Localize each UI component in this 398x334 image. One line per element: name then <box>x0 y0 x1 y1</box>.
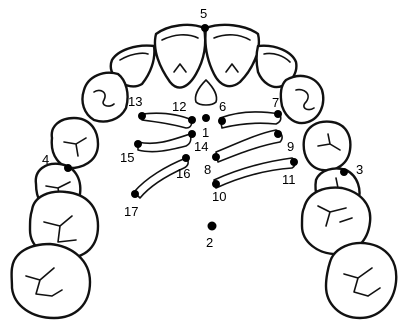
landmark-point-10 <box>212 180 220 188</box>
landmark-point-4 <box>64 164 72 172</box>
tooth-second-molar-left <box>326 243 396 318</box>
incisive-papilla <box>195 80 216 105</box>
landmark-label-15: 15 <box>120 150 134 165</box>
landmark-label-11: 11 <box>282 172 296 187</box>
landmark-point-5 <box>201 24 209 32</box>
landmark-point-13 <box>138 112 146 120</box>
landmark-point-3 <box>340 168 348 176</box>
landmark-point-8 <box>212 153 220 161</box>
ruga-6-7 <box>220 112 281 128</box>
landmark-label-7: 7 <box>272 95 279 110</box>
tooth-second-molar-right <box>12 244 90 318</box>
landmark-label-3: 3 <box>356 162 363 177</box>
landmark-label-1: 1 <box>202 125 209 140</box>
landmark-label-13: 13 <box>128 94 142 109</box>
ruga-8-9 <box>216 130 282 162</box>
landmark-label-9: 9 <box>287 139 294 154</box>
landmark-label-16: 16 <box>176 166 190 181</box>
landmark-point-1 <box>202 114 210 122</box>
landmark-label-12: 12 <box>172 99 186 114</box>
landmark-point-12 <box>188 116 196 124</box>
landmark-point-2 <box>208 222 217 231</box>
landmark-label-2: 2 <box>206 235 213 250</box>
ruga-13-12 <box>142 113 192 128</box>
landmark-label-5: 5 <box>200 6 207 21</box>
landmark-label-14: 14 <box>194 139 208 154</box>
tooth-first-premolar-left <box>304 122 351 171</box>
tooth-canine-left <box>281 76 323 123</box>
landmark-point-15 <box>134 140 142 148</box>
landmark-label-4: 4 <box>42 152 49 167</box>
landmark-point-7 <box>274 110 282 118</box>
landmark-label-6: 6 <box>219 99 226 114</box>
landmark-point-11 <box>290 158 298 166</box>
landmark-label-17: 17 <box>124 204 138 219</box>
landmark-label-8: 8 <box>204 162 211 177</box>
landmark-point-14 <box>188 130 196 138</box>
ruga-15-14 <box>138 134 191 152</box>
landmark-point-9 <box>274 130 282 138</box>
landmark-point-17 <box>131 190 139 198</box>
tooth-first-premolar-right <box>52 118 98 168</box>
landmark-label-10: 10 <box>212 189 226 204</box>
landmark-point-16 <box>182 154 190 162</box>
landmark-point-6 <box>218 117 226 125</box>
